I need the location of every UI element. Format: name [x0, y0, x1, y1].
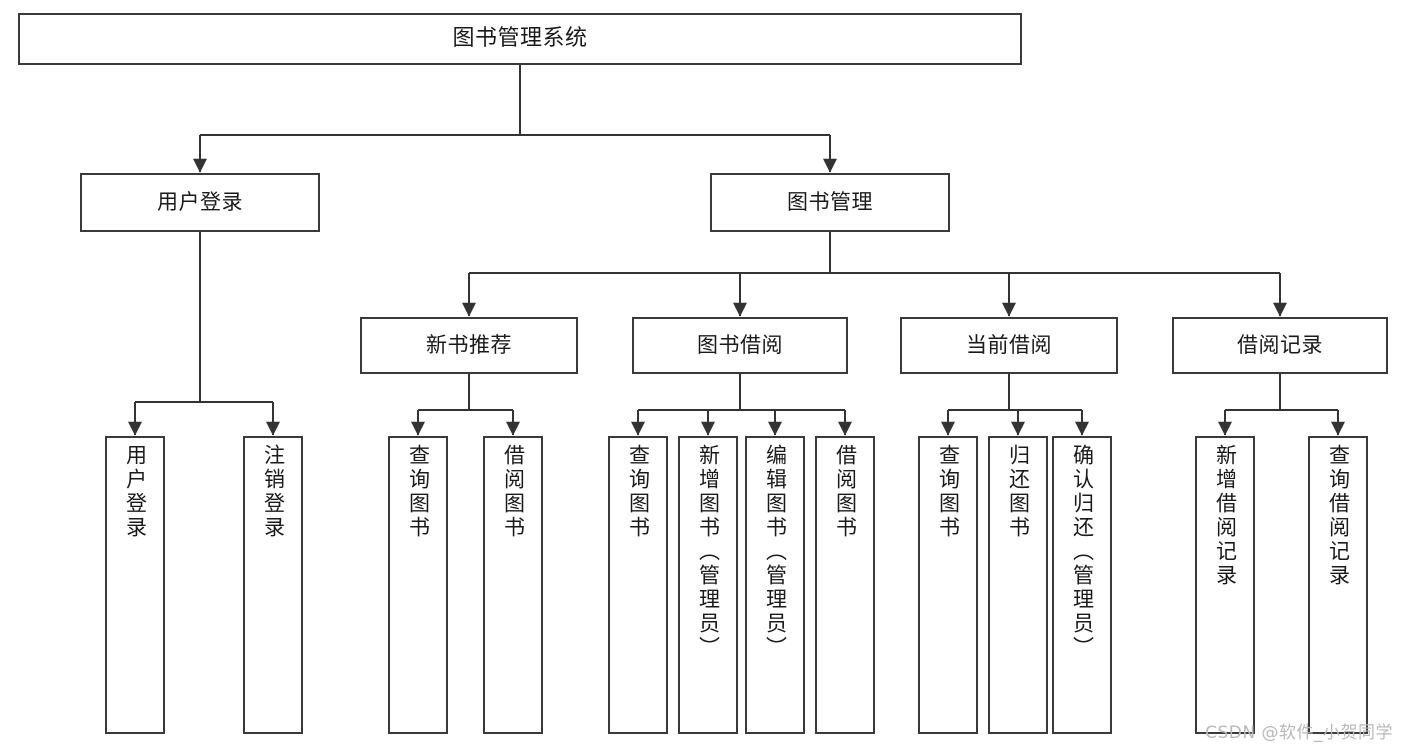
node-label: 新增图书（管理员） — [696, 444, 721, 660]
node-new-book-recommendation[interactable]: 新书推荐 — [360, 317, 578, 374]
node-label: 确认归还（管理员） — [1070, 444, 1095, 660]
node-label: 图书管理系统 — [452, 26, 588, 52]
leaf-node-query-book-borrow[interactable]: 查询图书 — [608, 436, 668, 734]
node-label: 编辑图书（管理员） — [763, 444, 788, 660]
leaf-node-logout[interactable]: 注销登录 — [243, 436, 303, 734]
node-root-book-management-system[interactable]: 图书管理系统 — [18, 13, 1022, 65]
node-borrowing-record[interactable]: 借阅记录 — [1172, 317, 1388, 374]
leaf-node-add-borrow-record[interactable]: 新增借阅记录 — [1195, 436, 1255, 734]
node-label: 查询图书 — [936, 444, 961, 540]
node-label: 查询借阅记录 — [1326, 444, 1351, 588]
leaf-node-edit-book-admin[interactable]: 编辑图书（管理员） — [745, 436, 805, 734]
node-label: 用户登录 — [157, 190, 243, 215]
watermark-text: CSDN @软件_小贺同学 — [1205, 723, 1393, 743]
leaf-node-query-book-current[interactable]: 查询图书 — [918, 436, 978, 734]
leaf-node-return-book[interactable]: 归还图书 — [988, 436, 1048, 734]
node-label: 查询图书 — [406, 444, 431, 540]
node-book-management[interactable]: 图书管理 — [710, 173, 950, 232]
leaf-node-borrow-book-newrec[interactable]: 借阅图书 — [483, 436, 543, 734]
leaf-node-query-borrow-record[interactable]: 查询借阅记录 — [1308, 436, 1368, 734]
node-user-login[interactable]: 用户登录 — [80, 173, 320, 232]
node-label: 注销登录 — [261, 444, 286, 540]
leaf-node-query-book-newrec[interactable]: 查询图书 — [388, 436, 448, 734]
node-label: 借阅图书 — [501, 444, 526, 540]
leaf-node-borrow-book[interactable]: 借阅图书 — [815, 436, 875, 734]
node-current-borrowing[interactable]: 当前借阅 — [900, 317, 1118, 374]
leaf-node-user-login[interactable]: 用户登录 — [105, 436, 165, 734]
node-label: 用户登录 — [123, 444, 148, 540]
node-label: 借阅图书 — [833, 444, 858, 540]
leaf-node-confirm-return-admin[interactable]: 确认归还（管理员） — [1052, 436, 1112, 734]
node-label: 新增借阅记录 — [1213, 444, 1238, 588]
node-label: 新书推荐 — [426, 333, 512, 358]
node-label: 归还图书 — [1006, 444, 1031, 540]
node-label: 当前借阅 — [966, 333, 1052, 358]
node-label: 借阅记录 — [1237, 333, 1323, 358]
leaf-node-add-book-admin[interactable]: 新增图书（管理员） — [678, 436, 738, 734]
node-label: 图书借阅 — [697, 333, 783, 358]
node-label: 图书管理 — [787, 190, 873, 215]
node-label: 查询图书 — [626, 444, 651, 540]
node-book-borrowing[interactable]: 图书借阅 — [632, 317, 848, 374]
